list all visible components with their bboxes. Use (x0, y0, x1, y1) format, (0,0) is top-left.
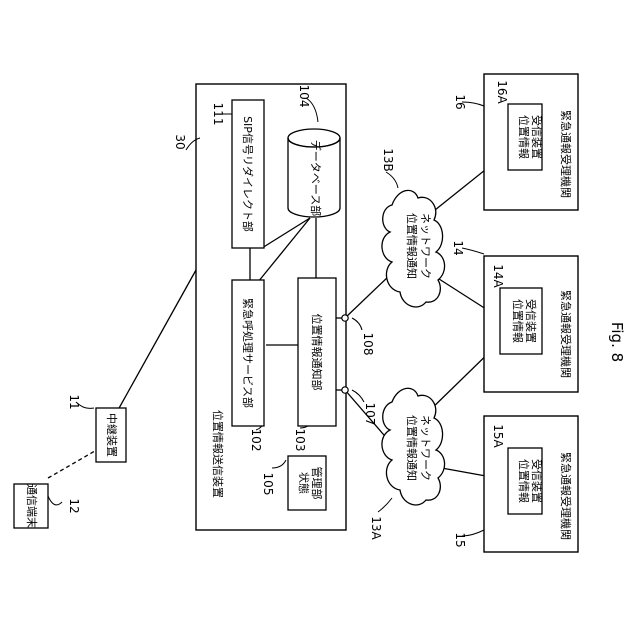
sender-ref: 30 (173, 134, 187, 149)
agency-14-ref: 14 (451, 240, 465, 255)
agency-15-name: 緊急通報受理機関 (559, 452, 573, 540)
device-16A-name-line2: 受信装置 (530, 115, 543, 159)
agency-16-ref: 16 (453, 94, 467, 109)
notifier-unit-ref: 103 (293, 429, 307, 452)
database-name: データベース部 (309, 140, 323, 216)
device-16A-ref: 16A (495, 80, 509, 104)
agency-16-name: 緊急通報受理機関 (559, 110, 573, 198)
network-13B-name: 位置情報通知ネットワーク (405, 213, 432, 279)
device-15A-name: 位置情報受信装置 (517, 459, 543, 503)
device-16A-name-line1: 位置情報 (517, 115, 531, 159)
port-107-ref: 107 (363, 403, 377, 426)
device-15A-name-line2: 受信装置 (530, 459, 543, 503)
wireless-link-line (48, 448, 100, 478)
relay-name: 中継装置 (105, 413, 119, 457)
network-13A-ref: 13A (369, 516, 383, 540)
emergency-unit-name: 緊急呼処理サービス部 (241, 298, 255, 408)
network-13B-name-line2: ネットワーク (419, 213, 432, 279)
device-15A-ref: 15A (491, 424, 505, 448)
leader-108 (352, 318, 362, 330)
leader-105 (272, 460, 286, 468)
device-14A-name-line1: 位置情報 (511, 299, 525, 343)
port108-network13b-line (345, 275, 390, 318)
terminal-name: 通信端末 (25, 484, 39, 528)
port-108 (342, 315, 348, 321)
device-16A-name: 位置情報受信装置 (517, 115, 543, 159)
agency-15-ref: 15 (453, 532, 467, 547)
port-108-ref: 108 (361, 333, 375, 356)
figure-label: Fig. 8 (608, 322, 626, 362)
relay-ref: 11 (67, 394, 81, 409)
sip-unit-name: SIP信号リダイレクト部 (241, 116, 255, 232)
relay-sender-line (118, 270, 196, 410)
notifier-unit-name: 位置情報通知部 (310, 314, 324, 391)
state-unit-name-line2: 管理部 (310, 467, 324, 500)
device-15A-name-line1: 位置情報 (517, 459, 531, 503)
network-13B-ref: 13B (381, 148, 395, 172)
database-emergency-line (258, 218, 310, 282)
leader-13A (378, 498, 392, 512)
network-13A-name-line1: 位置情報通知 (405, 415, 419, 481)
emergency-unit-ref: 102 (249, 429, 263, 452)
device-14A-name: 位置情報受信装置 (511, 299, 537, 343)
state-unit-name-line1: 状態 (297, 472, 311, 494)
terminal-ref: 12 (67, 498, 81, 513)
network-13A-name: 位置情報通知ネットワーク (405, 415, 432, 481)
database-ref: 104 (297, 85, 311, 108)
leader-30 (186, 138, 200, 150)
port-107 (342, 387, 348, 393)
leader-12 (48, 496, 62, 505)
sip-database-line (262, 218, 310, 248)
device-14A-ref: 14A (491, 264, 505, 288)
state-unit-ref: 105 (261, 473, 275, 496)
sender-title: 位置情報送信装置 (211, 410, 225, 498)
network-13B-name-line1: 位置情報通知 (405, 213, 419, 279)
sip-unit-ref: 111 (211, 103, 225, 126)
leader-13B (386, 172, 398, 188)
agency-14-name: 緊急通報受理機関 (559, 290, 573, 378)
network-13A-name-line2: ネットワーク (419, 415, 432, 481)
device-14A-name-line2: 受信装置 (524, 299, 537, 343)
